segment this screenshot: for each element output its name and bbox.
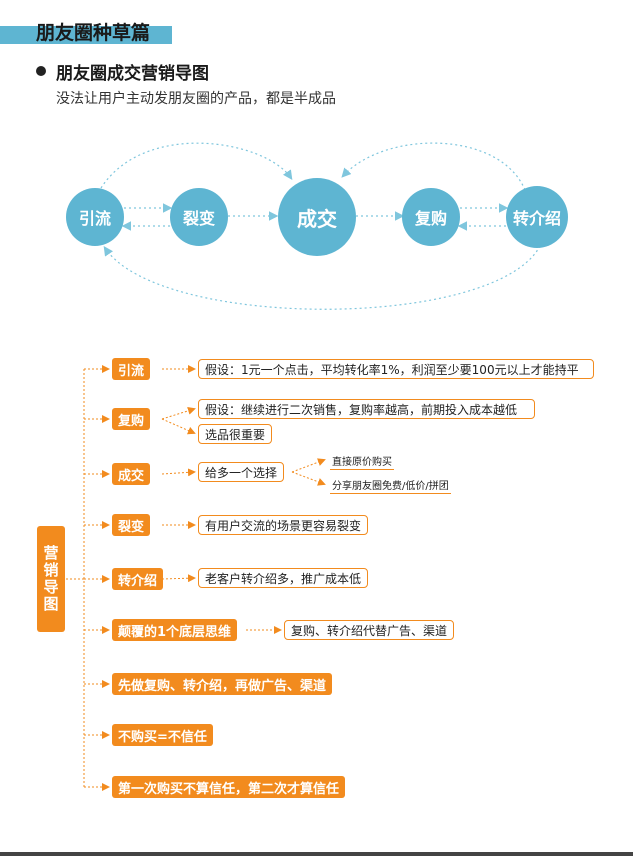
section-title: 朋友圈成交营销导图 (56, 64, 209, 84)
cycle-node-traffic: 引流 (66, 188, 124, 246)
cycle-node-referral: 转介绍 (506, 186, 568, 248)
branch-trust-second: 第一次购买不算信任，第二次才算信任 (112, 776, 346, 798)
branch-no-trust: 不购买=不信任 (112, 724, 213, 746)
note-referral-cost: 老客户转介绍多，推广成本低 (198, 568, 369, 588)
branch-traffic: 引流 (112, 358, 151, 380)
cycle-node-repurchase: 复购 (402, 188, 460, 246)
note-product-selection: 选品很重要 (198, 424, 273, 444)
subnote-direct-purchase: 直接原价购买 (330, 453, 394, 470)
mindmap-root: 营销导图 (37, 526, 65, 632)
note-repurchase-assumption: 假设：继续进行二次销售，复购率越高，前期投入成本越低 (198, 399, 535, 419)
note-fission-scene: 有用户交流的场景更容易裂变 (198, 515, 369, 535)
branch-repurchase-first: 先做复购、转介绍，再做广告、渠道 (112, 673, 333, 695)
note-traffic-assumption: 假设：1元一个点击，平均转化率1%，利润至少要100元以上才能持平 (198, 359, 594, 379)
subnote-share-moments: 分享朋友圈免费/低价/拼团 (330, 477, 451, 494)
branch-deal: 成交 (112, 463, 151, 485)
section-subtitle: 没法让用户主动发朋友圈的产品，都是半成品 (56, 91, 336, 107)
bullet-icon (36, 66, 46, 76)
note-extra-choice: 给多一个选择 (198, 462, 285, 482)
header-banner (0, 26, 172, 44)
branch-repurchase: 复购 (112, 408, 151, 430)
branch-referral: 转介绍 (112, 568, 164, 590)
cycle-node-fission: 裂变 (170, 188, 228, 246)
bottom-rule (0, 852, 633, 856)
page-title: 朋友圈种草篇 (36, 22, 151, 44)
note-replace-ads: 复购、转介绍代替广告、渠道 (284, 620, 455, 640)
cycle-node-deal: 成交 (278, 178, 356, 256)
branch-fission: 裂变 (112, 514, 151, 536)
branch-core-thinking: 颠覆的1个底层思维 (112, 619, 238, 641)
